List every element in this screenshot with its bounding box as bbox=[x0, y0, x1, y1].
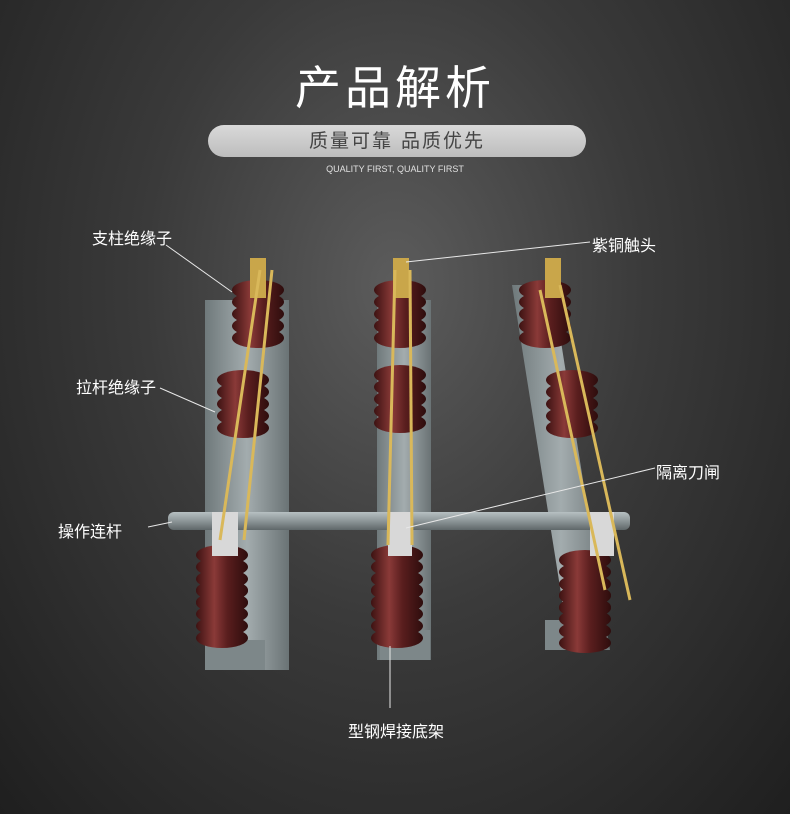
label-isolating-blade: 隔离刀闸 bbox=[656, 463, 721, 482]
middle-pole bbox=[371, 258, 426, 648]
leader-lines bbox=[147, 241, 656, 708]
subtitle: QUALITY FIRST, QUALITY FIRST bbox=[326, 164, 464, 174]
label-copper-contact: 紫铜触头 bbox=[592, 236, 657, 255]
label-steel-frame: 型钢焊接底架 bbox=[348, 722, 445, 741]
label-pull-rod-insulator: 拉杆绝缘子 bbox=[76, 378, 157, 397]
right-pole bbox=[519, 258, 632, 653]
left-pole bbox=[196, 258, 284, 648]
label-support-insulator: 支柱绝缘子 bbox=[92, 229, 173, 248]
page-title: 产品解析 bbox=[295, 61, 495, 115]
slogan-banner: 质量可靠 品质优先 bbox=[208, 125, 586, 157]
label-operating-link: 操作连杆 bbox=[58, 522, 123, 541]
